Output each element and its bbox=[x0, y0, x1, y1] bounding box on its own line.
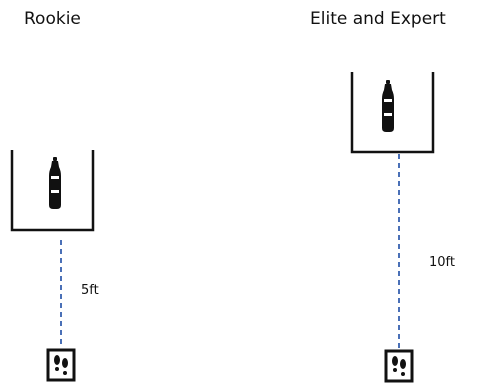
rookie-box bbox=[10, 150, 95, 232]
elite-expert-footprints-icon bbox=[384, 349, 414, 383]
rookie-footprints-icon bbox=[46, 348, 76, 382]
elite-expert-title: Elite and Expert bbox=[310, 9, 446, 29]
rookie-bottle-icon bbox=[49, 157, 61, 209]
elite-expert-bottle-icon bbox=[382, 80, 394, 132]
elite-expert-box bbox=[350, 72, 435, 154]
rookie-distance-label: 5ft bbox=[81, 283, 99, 298]
rookie-title: Rookie bbox=[24, 9, 81, 29]
elite-expert-distance-label: 10ft bbox=[429, 255, 455, 270]
